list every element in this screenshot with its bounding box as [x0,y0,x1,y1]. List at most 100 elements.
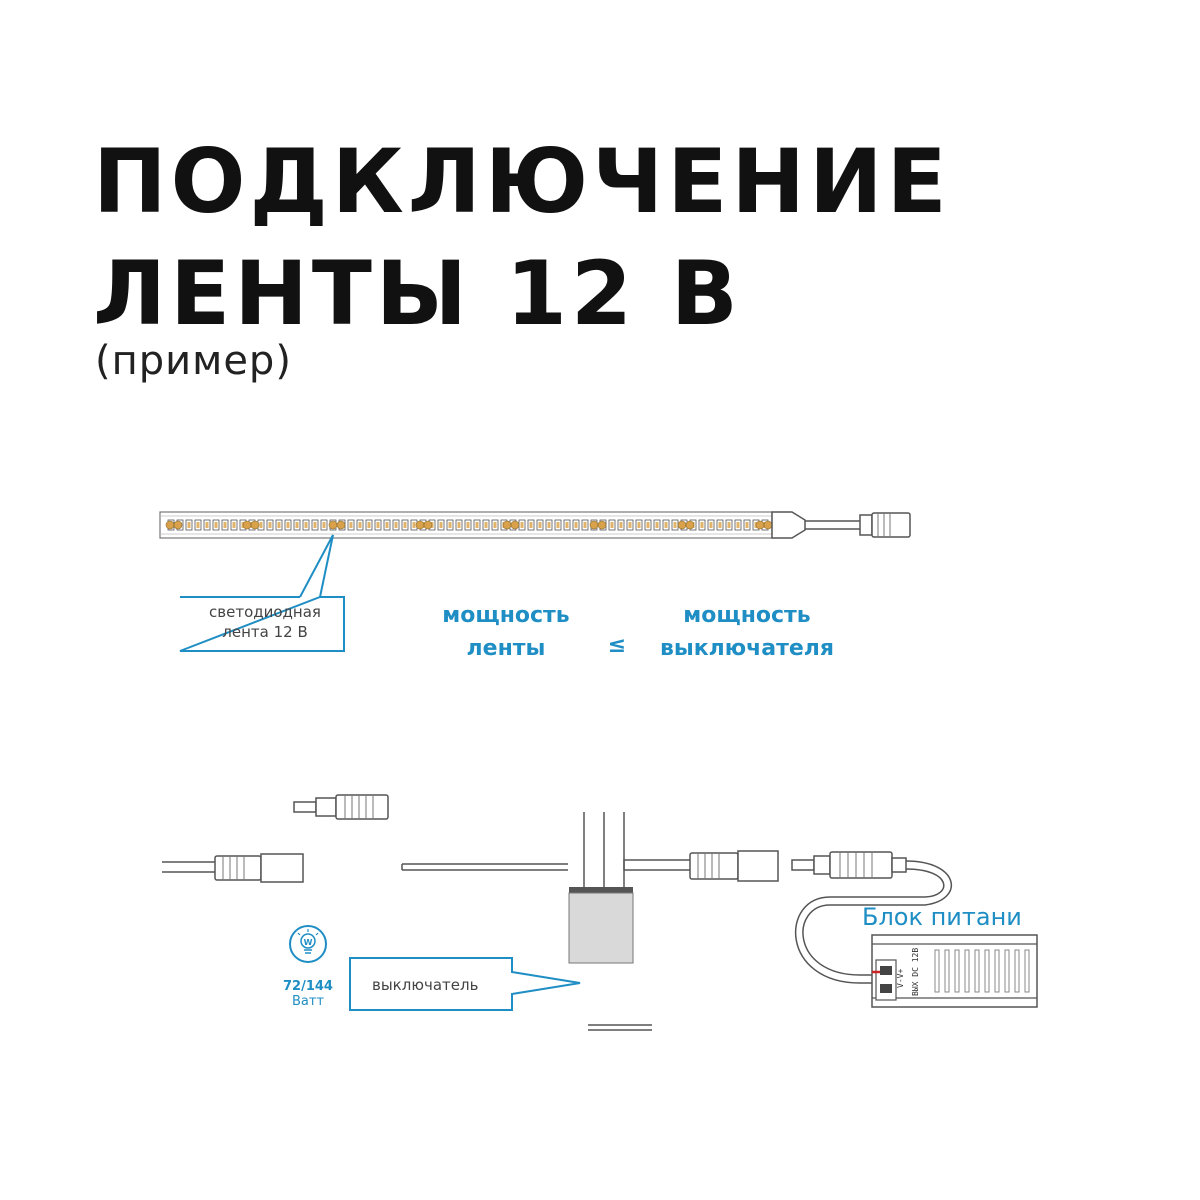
led-phosphor [628,522,632,528]
led-phosphor [574,522,578,528]
led-phosphor [304,522,308,528]
solder-pad [677,520,687,530]
solder-pad [597,520,607,530]
strip-power-line-1: мощность [442,603,569,628]
strip-callout: светодиодная лента 12 В [179,534,345,652]
led-phosphor [646,522,650,528]
solder-pad [423,520,433,530]
led-phosphor [358,522,362,528]
led-phosphor [637,522,641,528]
dc-plug-male-icon [293,794,389,820]
switch-power-line-1: мощность [683,603,810,628]
psu-rib [964,949,970,993]
led-phosphor [484,522,488,528]
led-chips [167,519,769,531]
power-supply-label: Блок питани [862,903,1022,931]
switch-body [568,887,634,964]
led-phosphor [745,522,749,528]
solder-pad [165,520,175,530]
led-phosphor [709,522,713,528]
solder-pad [242,520,252,530]
led-phosphor [313,522,317,528]
led-phosphor [529,522,533,528]
psu-rib [1014,949,1020,993]
solder-pad [415,520,425,530]
psu-rib [974,949,980,993]
led-phosphor [664,522,668,528]
led-phosphor [619,522,623,528]
led-phosphor [448,522,452,528]
wall-plate [401,863,652,1031]
power-comparison: мощность ленты ≤ мощность выключателя [442,603,834,661]
strip-cable [771,511,911,539]
psu-rib [954,949,960,993]
led-phosphor [277,522,281,528]
led-phosphor [736,522,740,528]
led-phosphor [196,522,200,528]
led-phosphor [376,522,380,528]
led-phosphor [295,522,299,528]
solder-pad [173,520,183,530]
psu-rib [944,949,950,993]
psu-cable [794,860,953,984]
strip-dc-connector [859,512,911,538]
led-phosphor [583,522,587,528]
psu-rib [1024,949,1030,993]
led-phosphor [322,522,326,528]
psu-plug-male-icon [791,851,907,879]
led-phosphor [439,522,443,528]
led-phosphor [718,522,722,528]
input-cable-female-connector [162,853,304,883]
led-phosphor [385,522,389,528]
led-phosphor [268,522,272,528]
title-line-2: ЛЕНТЫ 12 В [93,242,742,345]
led-phosphor [610,522,614,528]
solder-pads [165,520,773,530]
led-phosphor [349,522,353,528]
psu-terminal-text: V-V+ [896,969,905,988]
led-phosphor [187,522,191,528]
wattage-value: 72/144 [283,979,333,994]
solder-pad [755,520,765,530]
led-phosphor [466,522,470,528]
wattage-unit: Ватт [292,994,324,1009]
led-phosphor [700,522,704,528]
page-title: ПОДКЛЮЧЕНИЕ ЛЕНТЫ 12 В [93,126,951,350]
led-phosphor [655,522,659,528]
solder-pad [336,520,346,530]
switch-label: выключатель [372,976,478,994]
psu-ribs [934,949,1030,993]
solder-pad [685,520,695,530]
psu-rib [984,949,990,993]
led-phosphor [538,522,542,528]
led-phosphor [394,522,398,528]
solder-pad [250,520,260,530]
led-phosphor [232,522,236,528]
led-phosphor [223,522,227,528]
bulb-letter: W [304,938,313,947]
psu-rib [994,949,1000,993]
led-phosphor [475,522,479,528]
led-phosphor [367,522,371,528]
led-phosphor [205,522,209,528]
solder-pad [502,520,512,530]
led-phosphor [259,522,263,528]
strip-power-line-2: ленты [467,636,546,661]
page-subtitle: (пример) [95,338,292,384]
led-phosphor [565,522,569,528]
strip-label-line-1: светодиодная [209,603,321,621]
psu-output-text: ВЫХ DC 12В [911,948,920,996]
switch-output-female-connector [689,850,779,882]
switch-power-line-2: выключателя [660,636,834,661]
lightbulb-icon: W [289,925,327,963]
led-phosphor [412,522,416,528]
led-strip [159,511,773,539]
solder-pad [510,520,520,530]
led-phosphor [547,522,551,528]
led-phosphor [214,522,218,528]
led-phosphor [727,522,731,528]
power-supply: Блок питани V-V+ ВЫХ DC 12В [862,903,1038,1008]
switch-callout: выключатель [349,957,581,1011]
led-phosphor [520,522,524,528]
